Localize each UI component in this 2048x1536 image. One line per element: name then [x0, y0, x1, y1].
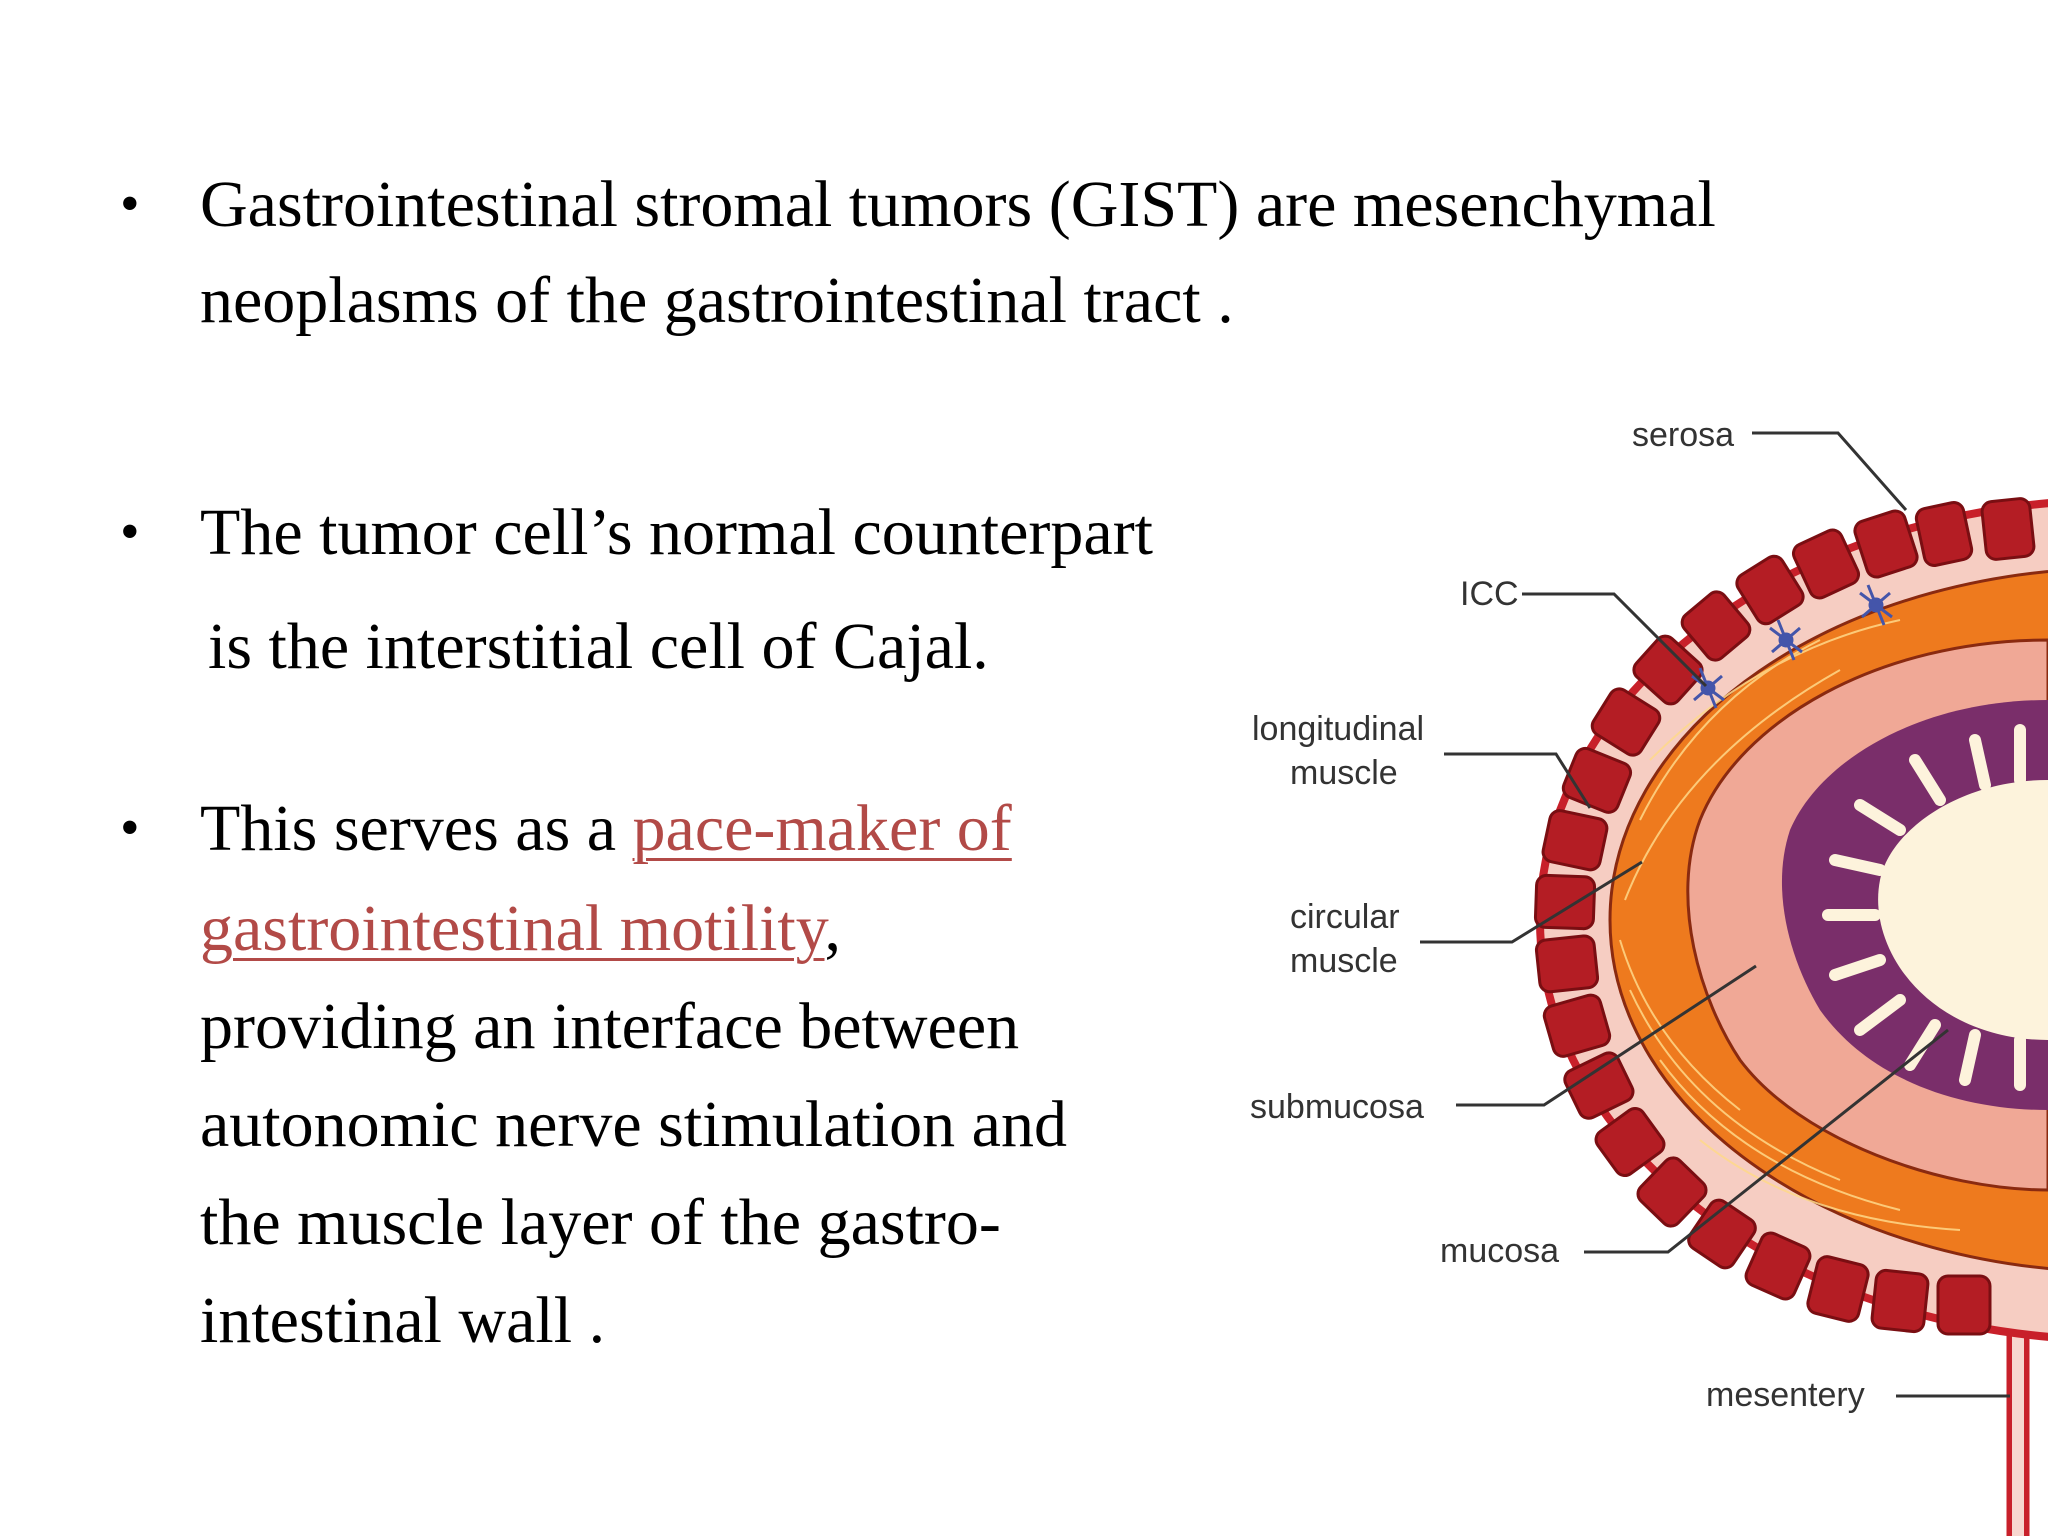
- circular-leader: [1420, 860, 1643, 944]
- bullet-marker: •: [120, 797, 140, 859]
- longitudinal-muscle-blocks: [1533, 497, 2036, 1336]
- bullet-3-prefix: This serves as a: [200, 792, 633, 865]
- circular-label-1: circular: [1290, 898, 1400, 936]
- submucosa-leader: [1456, 964, 1757, 1107]
- bullet-3-line-2: gastrointestinal motility,: [200, 896, 841, 962]
- icc-cells: [1691, 584, 1893, 709]
- gi-wall-cross-section-diagram: serosa ICC longitudinal muscle circular …: [1250, 416, 2048, 1536]
- leader-lines: [1420, 431, 2010, 1398]
- longitudinal-label-2: muscle: [1290, 754, 1398, 792]
- longitudinal-label-1: longitudinal: [1252, 710, 1424, 748]
- serosa-leader: [1752, 431, 1908, 511]
- bullet-marker: •: [120, 501, 140, 563]
- icc-label: ICC: [1460, 575, 1519, 613]
- bullet-1-line-2: neoplasms of the gastrointestinal tract …: [200, 264, 1234, 337]
- bullet-3-line-1: This serves as a pace-maker of: [200, 796, 1012, 862]
- serosa-label: serosa: [1632, 416, 1734, 454]
- bullet-2-line-2: is the interstitial cell of Cajal.: [208, 610, 989, 683]
- bullet-3-line-6: intestinal wall .: [200, 1284, 606, 1357]
- circular-label-2: muscle: [1290, 942, 1398, 980]
- bullet-1-line-1: Gastrointestinal stromal tumors (GIST) a…: [200, 168, 1716, 241]
- longitudinal-leader: [1444, 752, 1592, 809]
- bullet-2-line-1: The tumor cell’s normal counterpart: [200, 496, 1154, 569]
- gi-motility-link[interactable]: gastrointestinal motility: [200, 892, 825, 965]
- submucosa-label: submucosa: [1250, 1088, 1424, 1126]
- mucosa-leader: [1584, 1028, 1949, 1254]
- bullet-3-comma: ,: [824, 892, 842, 965]
- pacemaker-link[interactable]: pace-maker of: [632, 792, 1012, 865]
- bullet-3-line-3: providing an interface between: [200, 990, 1020, 1063]
- lumen: [1878, 780, 2048, 1040]
- bullet-marker: •: [120, 173, 140, 235]
- mucosa-label: mucosa: [1440, 1232, 1559, 1270]
- icc-leader: [1522, 592, 1708, 688]
- bullet-3-line-4: autonomic nerve stimulation and: [200, 1088, 1067, 1161]
- bullet-3-line-5: the muscle layer of the gastro-: [200, 1186, 1001, 1259]
- mesentery-label: mesentery: [1706, 1376, 1865, 1414]
